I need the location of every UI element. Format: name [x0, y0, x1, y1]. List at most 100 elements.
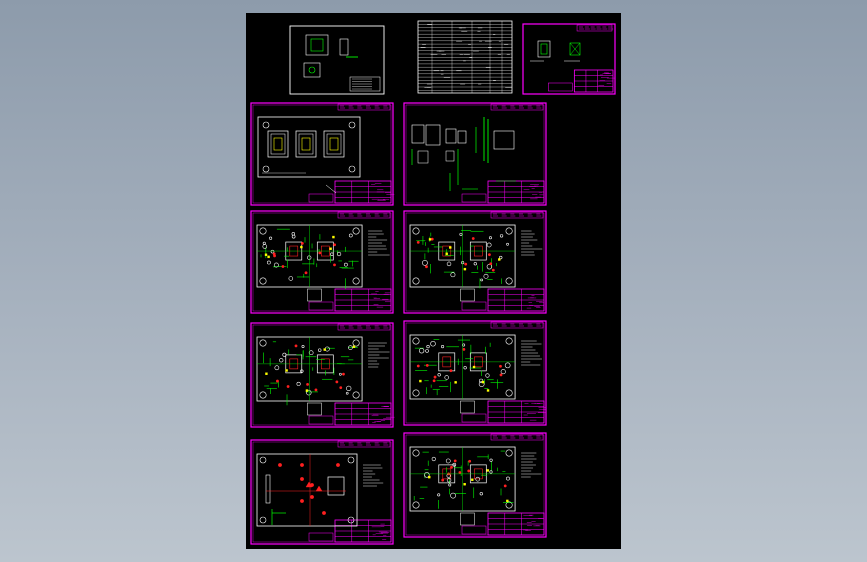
bolt-hole: [485, 373, 490, 378]
datum-mark: [285, 369, 288, 372]
guide-pin-hole: [259, 516, 267, 524]
bolt-hole: [425, 349, 429, 353]
datum-mark: [463, 267, 467, 271]
bolt-hole: [288, 276, 294, 281]
part-block: [417, 150, 429, 164]
gate-mark: [315, 485, 323, 492]
bolt-hole: [266, 260, 271, 265]
ejector-mark: [433, 375, 437, 379]
ejector-mark: [416, 240, 420, 244]
ejector-mark: [300, 499, 304, 503]
bolt-hole: [486, 263, 493, 270]
bolt-hole: [479, 378, 484, 383]
sheet-frame: [250, 439, 394, 545]
datum-mark: [481, 380, 485, 384]
ejector-mark: [333, 243, 336, 247]
ejector-mark: [432, 379, 436, 383]
ejector-mark: [449, 369, 453, 373]
bolt-hole: [336, 251, 342, 257]
bolt-hole: [424, 472, 430, 478]
header-strip: [337, 103, 391, 111]
datum-mark: [419, 379, 422, 383]
guide-pin-hole: [348, 165, 356, 173]
bolt-hole: [463, 366, 467, 370]
assembly-gate: [308, 66, 316, 74]
bolt-hole: [473, 262, 477, 266]
header-strip: [490, 433, 544, 441]
datum-mark: [471, 478, 474, 481]
sheet-frame: [403, 102, 547, 206]
bolt-hole: [296, 381, 301, 386]
ejector-mark: [310, 495, 314, 499]
revision-block: [308, 532, 334, 542]
detail-pin: [569, 42, 581, 56]
bolt-hole: [441, 345, 445, 349]
detail-insert-core: [540, 43, 548, 55]
guide-pin-hole: [262, 165, 270, 173]
detail-view: [307, 288, 322, 302]
bolt-hole: [348, 233, 353, 238]
sheet-frame: [289, 25, 385, 95]
bolt-hole: [270, 249, 275, 254]
datum-mark: [329, 247, 332, 250]
guide-pin-hole: [505, 449, 513, 457]
guide-pin-hole: [505, 389, 513, 397]
cavity-outline: [295, 130, 317, 158]
bolt-hole: [262, 244, 268, 249]
sheet-frame: [403, 210, 547, 314]
guide-pin-hole: [259, 456, 267, 464]
bolt-hole: [418, 348, 425, 354]
assembly-front-view: [305, 34, 329, 56]
cavity-inner: [326, 133, 342, 155]
guide-pin-hole: [259, 277, 267, 285]
bolt-hole: [483, 273, 489, 279]
guide-pin-hole: [348, 121, 356, 129]
guide-pin-hole: [412, 337, 420, 345]
header-strip: [490, 103, 544, 111]
revision-block: [308, 301, 334, 311]
datum-mark: [454, 381, 457, 384]
datum-mark: [486, 389, 490, 392]
ejector-mark: [304, 271, 308, 275]
revision-block: [461, 525, 487, 535]
assembly-bottom-view: [303, 62, 321, 78]
guide-pin-hole: [352, 339, 360, 347]
drawing-sheet[interactable]: [246, 13, 621, 549]
bolt-hole: [488, 236, 492, 240]
template-plan-3: [250, 322, 395, 428]
ejector-mark: [333, 263, 336, 267]
ejector-mark: [464, 262, 468, 266]
cavity-outline: [267, 130, 289, 158]
slot: [265, 474, 271, 504]
ejector-mark: [300, 463, 304, 467]
ejector-mark: [278, 463, 282, 467]
guide-pin-hole: [347, 516, 355, 524]
datum-mark: [449, 246, 452, 249]
detail-view: [460, 512, 475, 526]
sheet-frame: [250, 210, 394, 314]
ejector-mark: [491, 268, 495, 272]
sheet-inner-border: [252, 212, 392, 312]
datum-mark: [305, 389, 309, 392]
ejector-mark: [441, 478, 445, 482]
ejector-mark: [300, 477, 304, 481]
bolt-hole: [499, 255, 503, 260]
bolt-hole: [480, 278, 483, 282]
assembly-overview: [289, 25, 385, 95]
ejector-mark: [314, 388, 318, 392]
bolt-hole: [489, 458, 493, 462]
guide-pin-hole: [352, 391, 360, 399]
ejector-mark: [342, 372, 345, 376]
assembly-side-view: [339, 38, 349, 56]
bolt-hole: [274, 365, 280, 371]
ejector-mark: [467, 469, 471, 473]
bolt-hole: [499, 234, 504, 238]
sheet-inner-border: [405, 322, 545, 424]
bolt-hole: [431, 456, 436, 462]
bolt-hole: [486, 242, 492, 248]
sheet-frame: [403, 320, 547, 426]
guide-pin-hole: [505, 277, 513, 285]
ejector-mark: [450, 465, 453, 469]
guide-pin-hole: [262, 121, 270, 129]
